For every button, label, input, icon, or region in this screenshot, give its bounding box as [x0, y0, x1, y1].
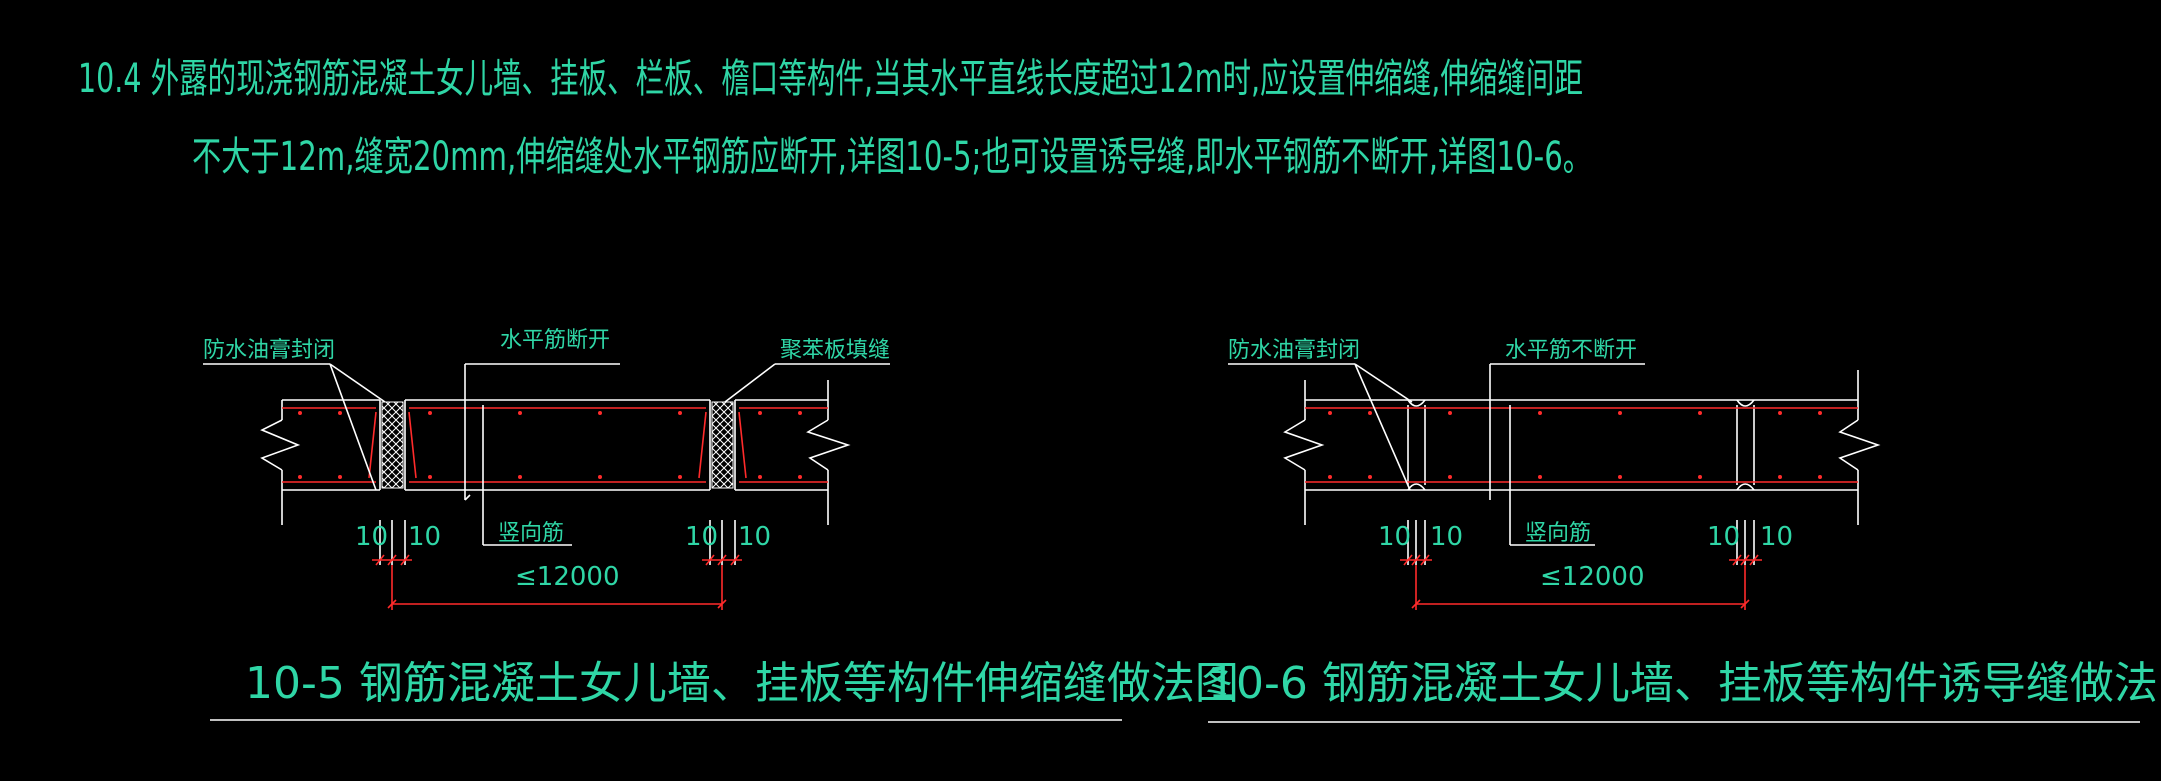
horizontal-rebars — [282, 407, 828, 483]
dim-10-d: 10 — [738, 522, 771, 552]
joint-filler-right — [711, 401, 734, 489]
dim-span: ≤12000 — [515, 562, 620, 592]
dim-10-a: 10 — [355, 522, 388, 552]
label-filler: 聚苯板填缝 — [780, 338, 890, 363]
dim-10-d: 10 — [1760, 522, 1793, 552]
dim-10-c: 10 — [685, 522, 718, 552]
label-rebar-continuous: 水平筋不断开 — [1505, 338, 1637, 363]
dim-10-c: 10 — [1707, 522, 1740, 552]
note-line-1: 10.4 外露的现浇钢筋混凝土女儿墙、挂板、栏板、檐口等构件,当其水平直线长度超… — [78, 56, 1583, 102]
label-sealant: 防水油膏封闭 — [203, 338, 335, 363]
vertical-rebar-leader — [464, 385, 572, 546]
figure-10-5: 防水油膏封闭 水平筋断开 聚苯板填缝 竖向筋 10 10 10 — [203, 328, 1239, 721]
dim-10-b: 10 — [408, 522, 441, 552]
note-line-2: 不大于12m,缝宽20mm,伸缩缝处水平钢筋应断开,详图10-5;也可设置诱导缝… — [192, 134, 1592, 180]
label-rebar-break: 水平筋断开 — [500, 328, 610, 353]
figure-caption: 10-6 钢筋混凝土女儿墙、挂板等构件诱导缝做法图 — [1208, 658, 2161, 709]
figure-caption: 10-5 钢筋混凝土女儿墙、挂板等构件伸缩缝做法图 — [245, 658, 1239, 709]
label-sealant: 防水油膏封闭 — [1228, 338, 1360, 363]
label-vertical-rebar: 竖向筋 — [498, 521, 564, 546]
leaders — [1228, 363, 1645, 491]
figure-10-6: 防水油膏封闭 水平筋不断开 竖向筋 10 10 10 10 — [1208, 338, 2161, 723]
dim-10-b: 10 — [1430, 522, 1463, 552]
wall-outline — [1283, 370, 1881, 525]
vertical-rebar-leader — [1489, 385, 1595, 546]
dimensions — [1400, 520, 1762, 610]
leaders — [203, 363, 890, 491]
dim-10-a: 10 — [1378, 522, 1411, 552]
joint-filler-left — [381, 401, 404, 489]
horizontal-rebars — [1305, 407, 1858, 483]
dimensions — [372, 520, 742, 610]
wall-outline — [260, 380, 851, 525]
label-vertical-rebar: 竖向筋 — [1525, 521, 1591, 546]
dim-span: ≤12000 — [1540, 562, 1645, 592]
